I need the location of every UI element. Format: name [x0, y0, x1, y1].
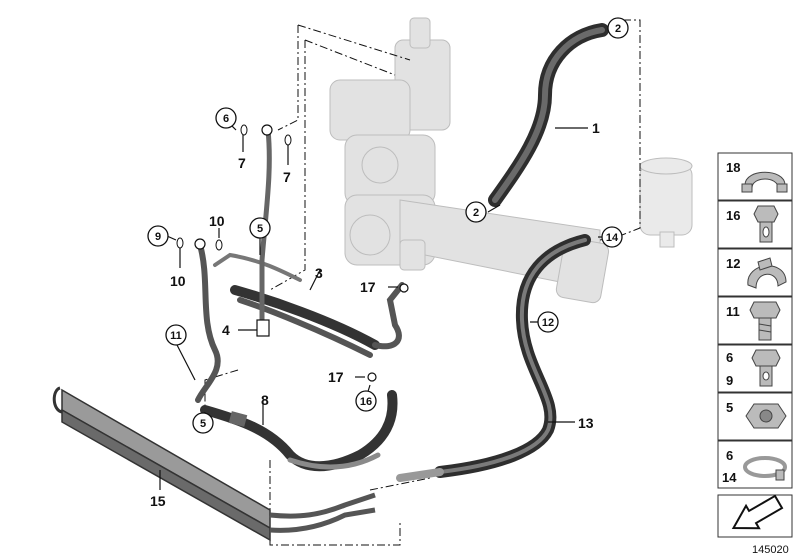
callout-17a: 17 [360, 279, 376, 295]
cooler-15 [52, 386, 376, 542]
svg-text:12: 12 [726, 256, 740, 271]
parts-panel-row-12[interactable]: 12 [717, 248, 793, 297]
circled-callouts: 2 2 5 5 6 9 11 12 [147, 17, 629, 434]
callout-16: 16 [355, 390, 377, 412]
callout-2a: 2 [607, 17, 629, 39]
callout-2b: 2 [465, 201, 487, 223]
callout-3: 3 [315, 265, 323, 281]
svg-text:6: 6 [726, 448, 733, 463]
callout-4: 4 [222, 322, 230, 338]
arrow-icon [731, 494, 784, 530]
parts-panel-row-16[interactable]: 16 [717, 200, 793, 249]
svg-text:12: 12 [542, 317, 554, 329]
parts-panel-row-18[interactable]: 18 [717, 152, 793, 201]
document-number: 145020 [752, 544, 789, 556]
callout-1: 1 [592, 120, 600, 136]
callout-7b: 7 [283, 169, 291, 185]
svg-text:14: 14 [606, 232, 619, 244]
steering-gear-ghost [329, 17, 610, 304]
svg-text:6: 6 [223, 113, 229, 125]
callout-10a: 10 [209, 213, 225, 229]
svg-text:11: 11 [170, 330, 182, 342]
fittings [194, 124, 409, 382]
parts-panel-row-11[interactable]: 11 [717, 296, 793, 345]
svg-text:18: 18 [726, 160, 740, 175]
o-rings [176, 124, 292, 251]
hollow-bolt-icon [753, 205, 779, 243]
svg-text:14: 14 [722, 470, 737, 485]
callout-11: 11 [165, 324, 187, 346]
svg-text:5: 5 [257, 223, 263, 235]
reservoir-ghost [639, 157, 693, 248]
hose-clamp-icon [743, 456, 787, 481]
hose-8 [200, 390, 398, 472]
callout-13: 13 [578, 415, 594, 431]
svg-text:9: 9 [726, 373, 733, 388]
svg-text:6: 6 [726, 350, 733, 365]
callout-15: 15 [150, 493, 166, 509]
parts-panel-row-5[interactable]: 5 [717, 392, 793, 441]
svg-text:5: 5 [726, 400, 733, 415]
clamp-clip-icon [741, 171, 788, 193]
parts-panel-row-6-9[interactable]: 6 9 [717, 344, 793, 393]
hex-bolt-icon [749, 301, 781, 341]
arrow-box [717, 494, 793, 538]
banjo-bolt-icon [751, 349, 781, 387]
callout-17b: 17 [328, 369, 344, 385]
callout-8: 8 [261, 392, 269, 408]
hose-clip-icon [747, 257, 787, 289]
callout-5a: 5 [249, 217, 271, 239]
svg-text:2: 2 [473, 207, 479, 219]
callout-12: 12 [537, 311, 559, 333]
hex-nut-icon [745, 403, 787, 429]
callout-14: 14 [601, 226, 623, 248]
callout-7a: 7 [238, 155, 246, 171]
callout-6: 6 [215, 107, 237, 129]
svg-text:5: 5 [200, 418, 206, 430]
svg-text:11: 11 [726, 304, 740, 319]
callout-5b: 5 [192, 412, 214, 434]
callout-10b: 10 [170, 273, 186, 289]
svg-text:16: 16 [726, 208, 740, 223]
hose-3 [213, 252, 405, 358]
hose-13 [396, 234, 591, 482]
parts-panel-row-6-14[interactable]: 6 14 [717, 440, 793, 489]
svg-text:16: 16 [360, 396, 372, 408]
parts-panel: 18 16 12 [717, 152, 793, 538]
hose-1 [488, 23, 609, 207]
svg-text:2: 2 [615, 23, 621, 35]
svg-text:9: 9 [155, 231, 161, 243]
pipe-7 [195, 127, 272, 403]
reference-lines [204, 19, 641, 546]
callout-9: 9 [147, 225, 169, 247]
